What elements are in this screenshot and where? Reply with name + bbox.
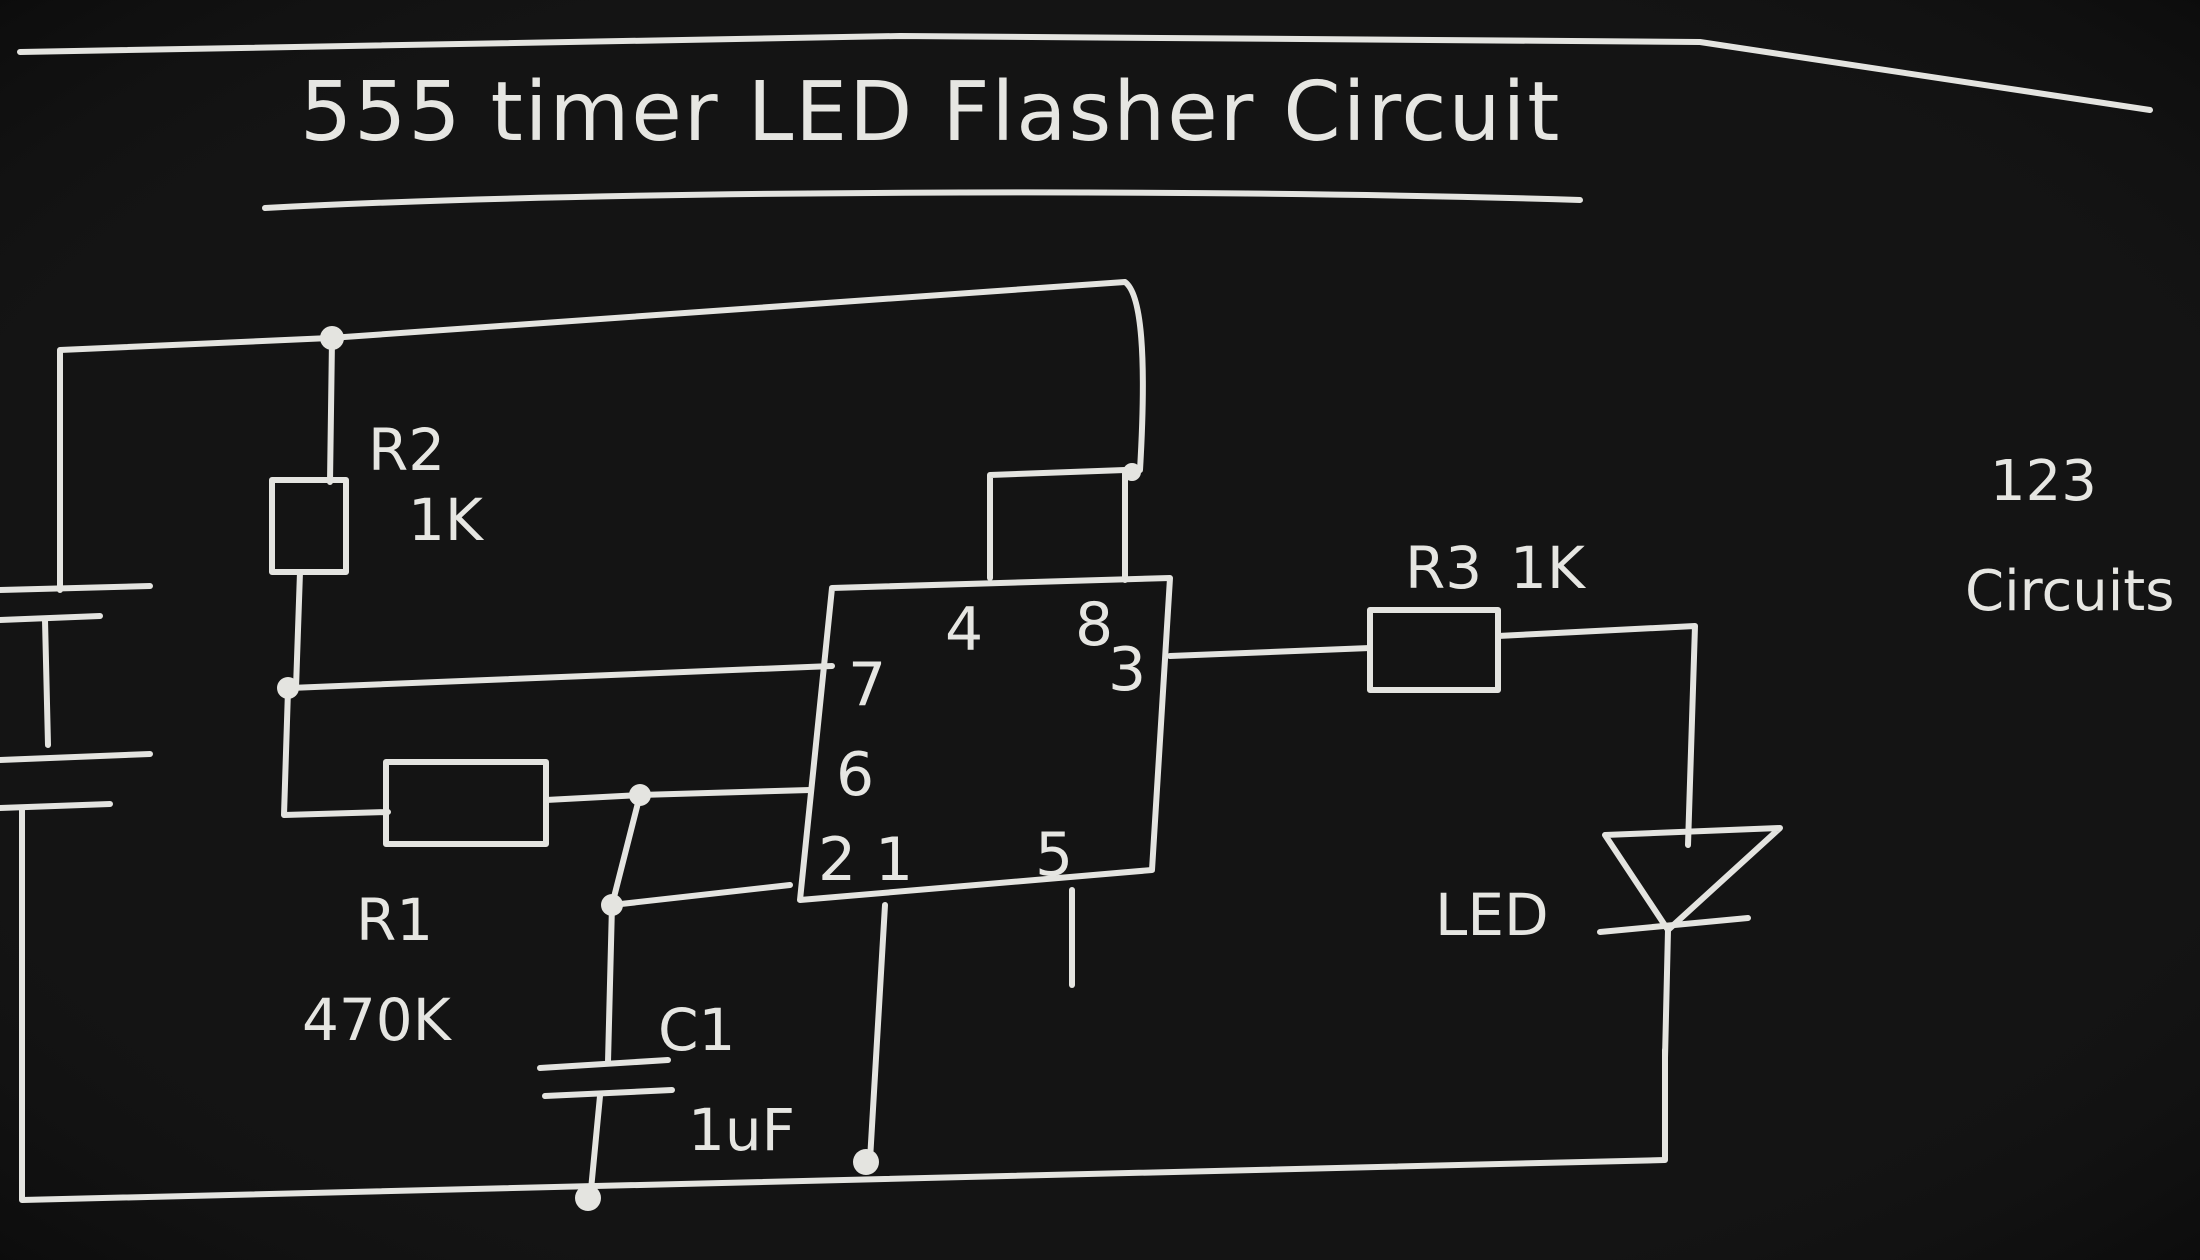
capacitor-c1 — [537, 902, 675, 1203]
pin-label-4: 4 — [945, 595, 983, 665]
led-label: LED — [1435, 881, 1549, 949]
node-pin6 — [629, 784, 651, 806]
node-ground-mid — [853, 1149, 879, 1175]
pin-label-3: 3 — [1108, 635, 1146, 705]
wire-r1-right — [543, 792, 643, 803]
watermark-line2: Circuits — [1965, 559, 2174, 624]
wire-pin2 — [609, 882, 793, 908]
resistor-r2 — [269, 337, 349, 691]
pin-label-5: 5 — [1035, 820, 1073, 890]
wire-pin7 — [287, 663, 835, 691]
wire-r3-right — [1495, 623, 1698, 848]
r2-name: R2 — [368, 416, 445, 484]
r2-value: 1K — [408, 486, 485, 554]
wire-pin4-pin8-loop — [987, 467, 1128, 583]
c1-value: 1uF — [688, 1096, 795, 1164]
wire-pin3-out — [1167, 645, 1373, 659]
pin-label-7: 7 — [848, 650, 886, 720]
r3-name: R3 — [1405, 534, 1482, 602]
r3-value: 1K — [1510, 534, 1587, 602]
c1-name: C1 — [658, 996, 735, 1064]
node-c1-ground — [575, 1185, 601, 1211]
ic-555-body — [797, 575, 1173, 903]
resistor-r3 — [1367, 607, 1501, 693]
wire-pin6-pin2-link — [609, 792, 643, 908]
led-symbol — [1597, 825, 1783, 1061]
battery — [0, 583, 1668, 1203]
r1-value: 470K — [302, 986, 453, 1054]
pin-label-2: 2 — [818, 825, 856, 895]
node-pin8 — [1123, 463, 1141, 481]
diagram-title: 555 timer LED Flasher Circuit — [300, 65, 1561, 160]
watermark-line1: 123 — [1990, 449, 2097, 514]
wire-r1-left — [281, 687, 391, 818]
pin-label-6: 6 — [836, 740, 874, 810]
r1-name: R1 — [356, 886, 433, 954]
top-border-line — [17, 33, 2153, 113]
wire-top-rail — [57, 279, 1146, 593]
wire-pin1-ground — [867, 902, 888, 1163]
pin-label-8: 8 — [1075, 590, 1113, 660]
wire-pin6 — [637, 787, 813, 798]
title-underline — [262, 189, 1583, 211]
pin-label-1: 1 — [875, 825, 913, 895]
